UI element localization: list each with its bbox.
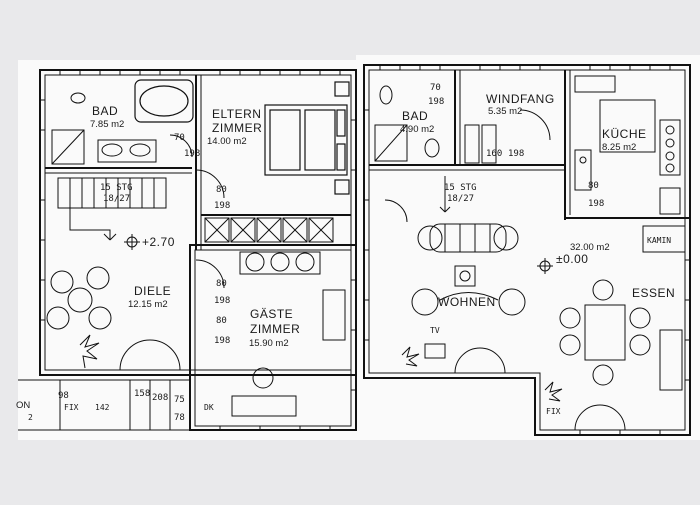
dim-80a: 80 bbox=[216, 185, 227, 195]
kitchen-fixtures bbox=[574, 75, 681, 215]
dim-198f: 198 bbox=[508, 149, 524, 159]
plant-left bbox=[79, 334, 100, 369]
dim-160: 160 bbox=[486, 149, 502, 159]
dim-80b: 80 bbox=[216, 279, 227, 289]
right-walls bbox=[363, 64, 691, 436]
kamin-box bbox=[642, 225, 686, 253]
room-wohnen-area: 32.00 m2 bbox=[570, 242, 610, 253]
room-bad-right-area: 4.90 m2 bbox=[400, 124, 434, 135]
stairs-left bbox=[57, 177, 167, 241]
dim-198e: 198 bbox=[428, 97, 444, 107]
dim-78: 78 bbox=[174, 413, 185, 423]
dim-198c: 198 bbox=[214, 296, 230, 306]
dim-142: 142 bbox=[95, 403, 110, 412]
room-wohnen-name: WOHNEN bbox=[438, 295, 496, 309]
shower-left bbox=[51, 129, 85, 165]
toilet-left bbox=[70, 92, 86, 104]
room-windfang-name: WINDFANG bbox=[486, 92, 555, 106]
stairs-left-line1: 15 STG bbox=[100, 183, 133, 193]
label-z2: 2 bbox=[28, 413, 33, 422]
dim-70b: 70 bbox=[430, 83, 441, 93]
dim-80c: 80 bbox=[216, 316, 227, 326]
doors-left bbox=[169, 134, 225, 289]
room-eltern-area: 14.00 m2 bbox=[207, 136, 247, 147]
room-eltern-name1: ELTERN bbox=[212, 107, 261, 121]
dim-98: 98 bbox=[58, 391, 69, 401]
dim-198d: 198 bbox=[214, 336, 230, 346]
room-bad-left-name: BAD bbox=[92, 104, 118, 118]
bath-right-fixtures bbox=[374, 85, 440, 162]
dim-208: 208 bbox=[152, 393, 168, 403]
label-dk: DK bbox=[204, 403, 214, 412]
label-fix-left: FIX bbox=[64, 403, 79, 412]
stairs-right-line1: 15 STG bbox=[444, 183, 477, 193]
double-bed bbox=[264, 81, 350, 195]
label-tv: TV bbox=[430, 326, 440, 335]
stairs-right bbox=[384, 176, 519, 253]
closet-hatch bbox=[204, 217, 334, 243]
room-bad-left-area: 7.85 m2 bbox=[90, 119, 124, 130]
room-bad-right-name: BAD bbox=[402, 109, 428, 123]
dim-75: 75 bbox=[174, 395, 185, 405]
level-marker-left bbox=[124, 234, 140, 250]
room-windfang-area: 5.35 m2 bbox=[488, 106, 522, 117]
room-kueche-name: KÜCHE bbox=[602, 127, 647, 141]
dim-198a: 198 bbox=[184, 149, 200, 159]
dim-158: 158 bbox=[134, 389, 150, 399]
lounge-chairs bbox=[46, 266, 112, 330]
room-diele-area: 12.15 m2 bbox=[128, 299, 168, 310]
dim-198g: 198 bbox=[588, 199, 604, 209]
room-eltern-name2: ZIMMER bbox=[212, 121, 262, 135]
room-wohnen-level: ±0.00 bbox=[556, 252, 588, 266]
door-diele bbox=[119, 339, 181, 371]
stairs-left-line2: 18/27 bbox=[103, 194, 130, 204]
level-marker-right bbox=[537, 258, 553, 274]
left-walls bbox=[39, 69, 357, 431]
room-diele-name: DIELE bbox=[134, 284, 171, 298]
dim-80d: 80 bbox=[588, 181, 599, 191]
label-on: ON bbox=[16, 400, 30, 411]
living-furniture bbox=[411, 265, 526, 374]
sinks-left bbox=[97, 139, 157, 163]
dim-198b: 198 bbox=[214, 201, 230, 211]
room-kamin-name: KAMIN bbox=[647, 236, 671, 245]
dim-70a: 70 bbox=[174, 133, 185, 143]
left-bottom-strip bbox=[18, 379, 190, 431]
room-gaeste-name2: ZIMMER bbox=[250, 322, 300, 336]
room-gaeste-area: 15.90 m2 bbox=[249, 338, 289, 349]
room-kueche-area: 8.25 m2 bbox=[602, 142, 636, 153]
right-wall-ticks bbox=[364, 65, 690, 435]
label-fix-right: FIX bbox=[546, 407, 561, 416]
room-essen-name: ESSEN bbox=[632, 286, 675, 300]
stairs-right-line2: 18/27 bbox=[447, 194, 474, 204]
bathtub bbox=[134, 79, 194, 123]
left-wall-ticks bbox=[40, 70, 356, 431]
windfang-cabinet bbox=[464, 109, 551, 164]
dining-set bbox=[559, 279, 683, 431]
plant-right bbox=[401, 346, 563, 402]
level-left: +2.70 bbox=[142, 235, 175, 249]
gaeste-furniture bbox=[231, 251, 346, 417]
room-gaeste-name1: GÄSTE bbox=[250, 307, 293, 321]
